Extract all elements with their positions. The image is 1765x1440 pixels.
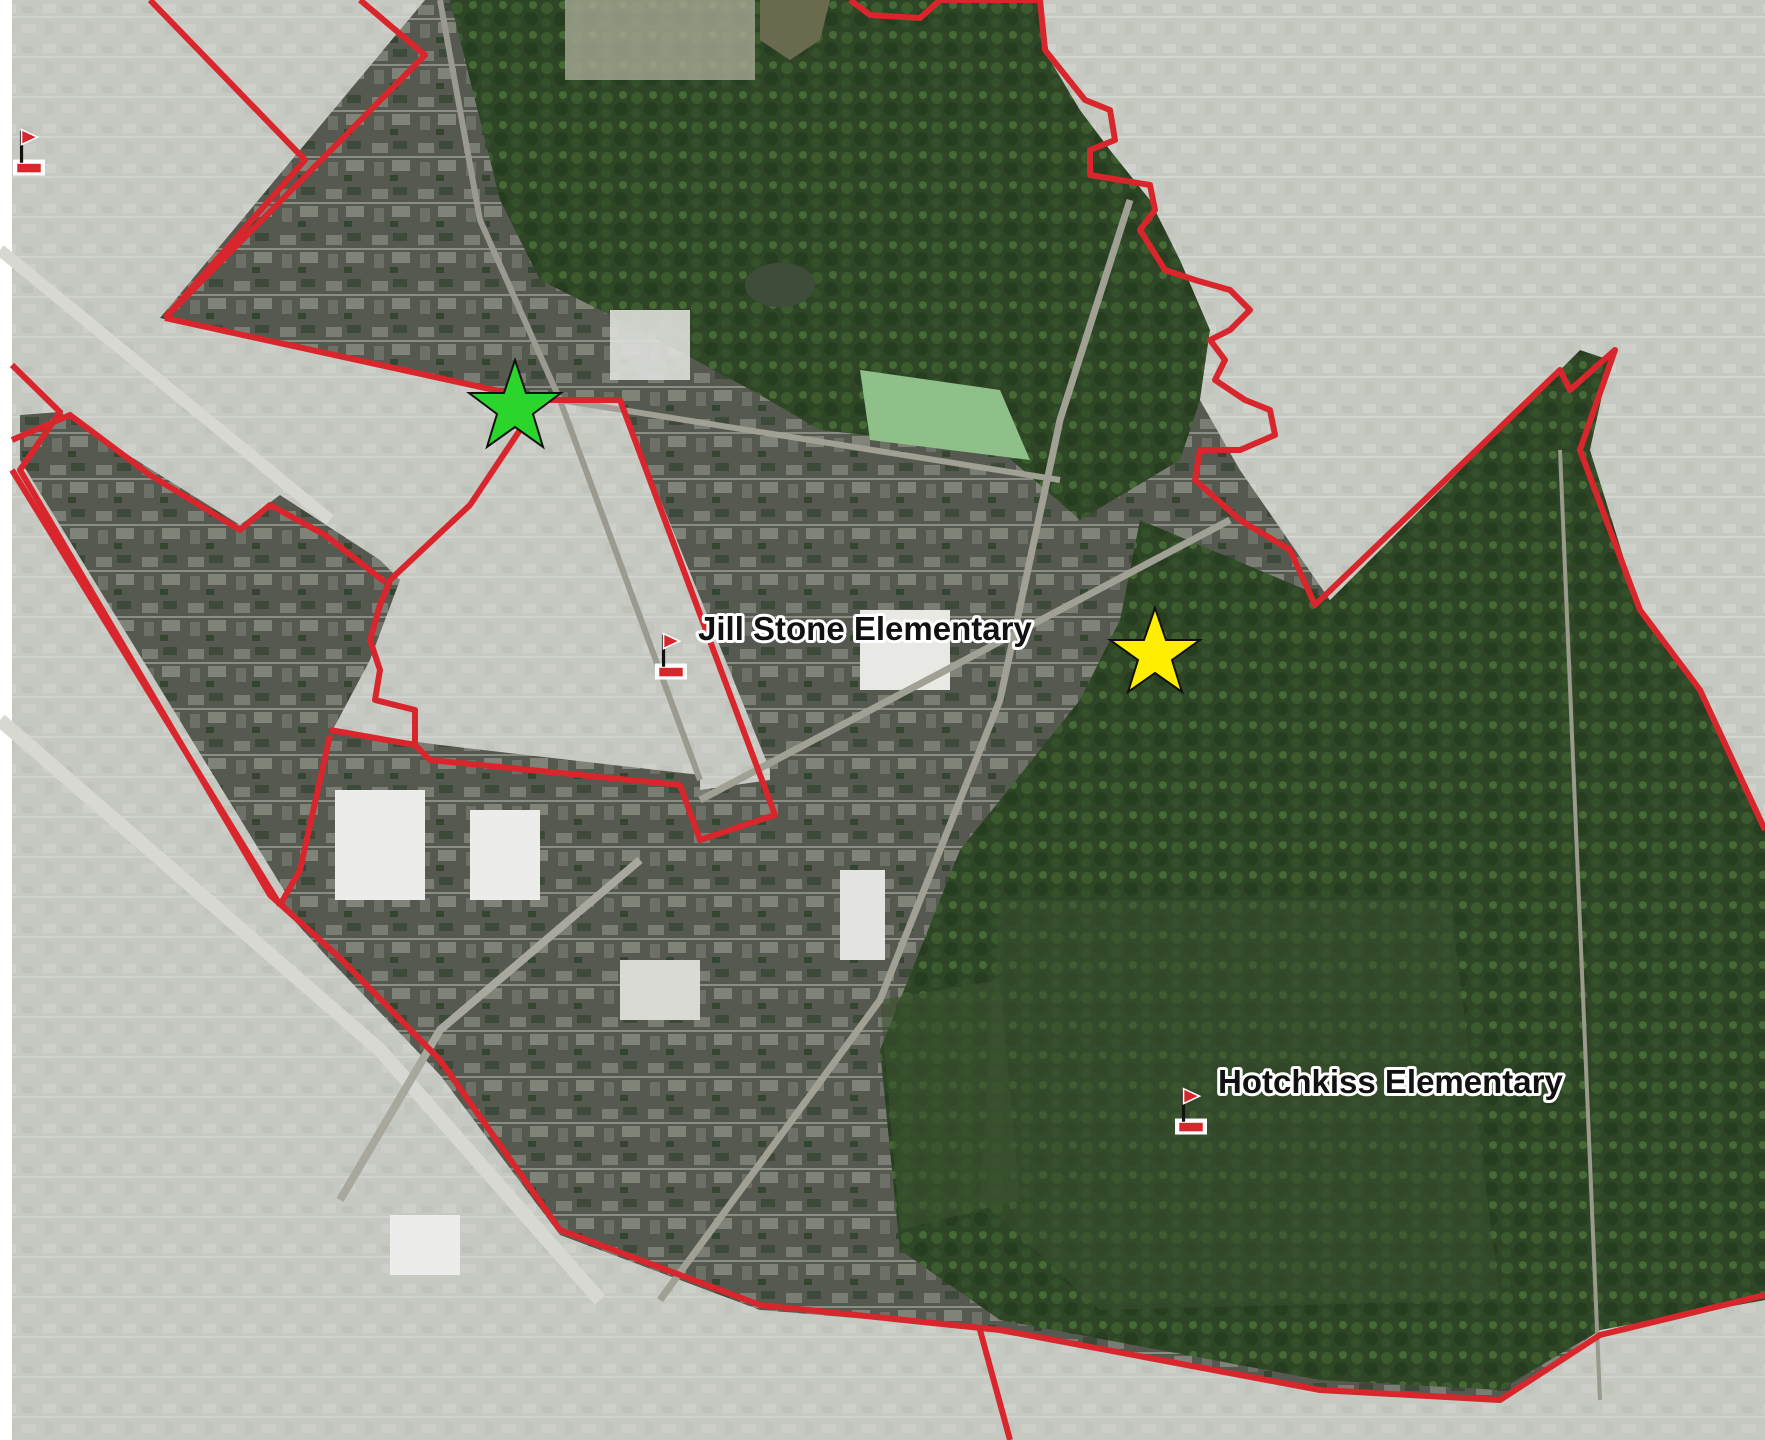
zone-boundary-east bbox=[1037, 0, 1765, 832]
zone-boundary-main bbox=[164, 315, 778, 843]
map-features bbox=[0, 0, 1602, 1401]
yellow-star-icon[interactable] bbox=[1106, 604, 1204, 695]
green-star-icon[interactable] bbox=[466, 356, 564, 450]
zone-boundary-outer bbox=[162, 0, 428, 321]
vegetation bbox=[450, 0, 1765, 1390]
outside-northeast bbox=[1040, 0, 1765, 830]
star-markers bbox=[466, 356, 1204, 695]
boundary-lines bbox=[9, 0, 1765, 1440]
school-label-hotchkiss: Hotchkiss Elementary bbox=[1218, 1063, 1563, 1100]
school-label-jill-stone: Jill Stone Elementary bbox=[698, 610, 1032, 647]
zone-boundary-south bbox=[437, 1058, 1765, 1403]
western-zone[interactable] bbox=[20, 412, 400, 900]
